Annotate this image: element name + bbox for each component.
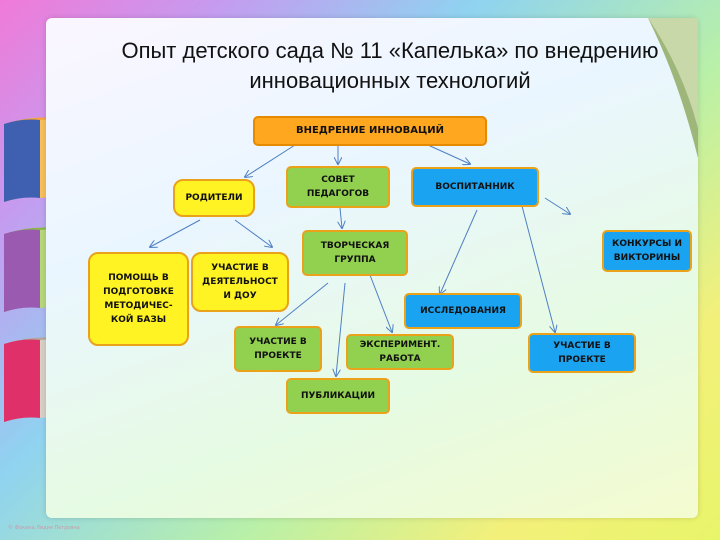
arrow-creative-to-experiment <box>369 274 392 332</box>
node-participation-dou: УЧАСТИЕ В ДЕЯТЕЛЬНОСТ И ДОУ <box>191 252 289 312</box>
arrow-parents-to-help <box>150 219 201 247</box>
node-contests: КОНКУРСЫ И ВИКТОРИНЫ <box>602 230 692 272</box>
node-root: ВНЕДРЕНИЕ ИННОВАЦИЙ <box>253 116 487 146</box>
arrow-root-to-pupil <box>427 144 470 164</box>
arrow-root-to-parents <box>245 144 296 177</box>
arrow-pupil-to-project <box>521 205 555 332</box>
node-council: СОВЕТ ПЕДАГОГОВ <box>286 166 390 208</box>
arrow-parents-to-participation <box>234 219 272 247</box>
node-help: ПОМОЩЬ В ПОДГОТОВКЕ МЕТОДИЧЕС-КОЙ БАЗЫ <box>88 252 189 346</box>
node-creative-group: ТВОРЧЕСКАЯ ГРУППА <box>302 230 408 276</box>
node-publications: ПУБЛИКАЦИИ <box>286 378 390 414</box>
arrow-pupil-to-contests <box>544 197 570 214</box>
node-project-right: УЧАСТИЕ В ПРОЕКТЕ <box>528 333 636 373</box>
node-pupil: ВОСПИТАННИК <box>411 167 539 207</box>
arrow-creative-to-project <box>276 282 329 325</box>
copyright-text: © Фокина Лидия Петровна <box>8 525 80 531</box>
node-research: ИССЛЕДОВАНИЯ <box>404 293 522 329</box>
node-experiment: ЭКСПЕРИМЕНТ. РАБОТА <box>346 334 454 370</box>
node-parents: РОДИТЕЛИ <box>173 179 255 217</box>
node-project-left: УЧАСТИЕ В ПРОЕКТЕ <box>234 326 322 372</box>
arrow-creative-to-publications <box>336 282 346 376</box>
arrow-pupil-to-research <box>440 209 478 294</box>
slide-title: Опыт детского сада № 11 «Капелька» по вн… <box>121 38 659 93</box>
arrow-council-to-creative <box>340 207 342 228</box>
page-curl-decoration <box>648 18 698 158</box>
